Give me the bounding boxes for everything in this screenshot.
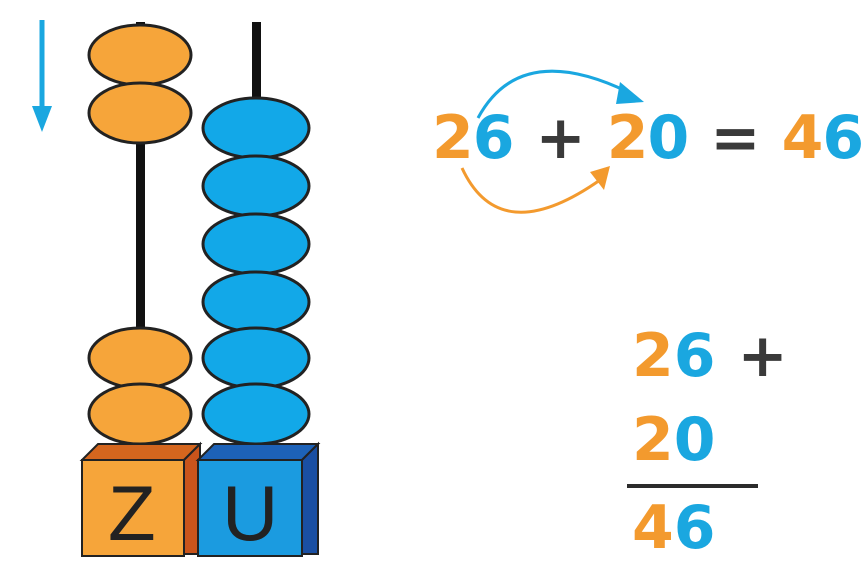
eq-b-units: 0 (647, 103, 690, 173)
tens-rod (136, 22, 145, 462)
eq-plus: + (535, 103, 586, 173)
units-cube (195, 441, 321, 557)
column-row-2: 20 (632, 410, 716, 470)
abacus-illustration (32, 20, 644, 557)
col-row2-units: 0 (673, 405, 716, 475)
column-row-1: 26+ (632, 326, 788, 386)
eq-b-tens: 2 (606, 103, 649, 173)
tens-cube (79, 441, 203, 557)
arrow-down-icon (32, 20, 52, 132)
units-cube-label: U (222, 469, 279, 557)
col-row2-tens: 2 (632, 405, 674, 475)
eq-a-tens: 2 (432, 103, 474, 173)
col-row1-op: + (737, 321, 788, 391)
curved-arrow-head-blue (616, 82, 644, 104)
col-row3-units: 6 (673, 493, 716, 563)
col-row3-tens: 4 (632, 493, 674, 563)
column-row-3: 46 (632, 498, 716, 558)
eq-result-units: 6 (822, 103, 863, 173)
col-row1-tens: 2 (632, 321, 674, 391)
tens-cube-label: Z (108, 469, 156, 557)
curved-arrow-icon (460, 69, 629, 214)
curved-arrow-head-orange (590, 166, 610, 190)
column-sum-line (627, 484, 758, 488)
eq-equals: = (710, 103, 760, 173)
eq-result-tens: 4 (781, 103, 824, 173)
units-beads (201, 96, 311, 446)
tens-beads-bottom (87, 326, 193, 446)
equation: 26+20=46 (432, 108, 863, 168)
col-row1-units: 6 (673, 321, 716, 391)
units-rod (252, 22, 261, 122)
eq-a-units: 6 (472, 103, 515, 173)
tens-beads-top (87, 23, 193, 145)
